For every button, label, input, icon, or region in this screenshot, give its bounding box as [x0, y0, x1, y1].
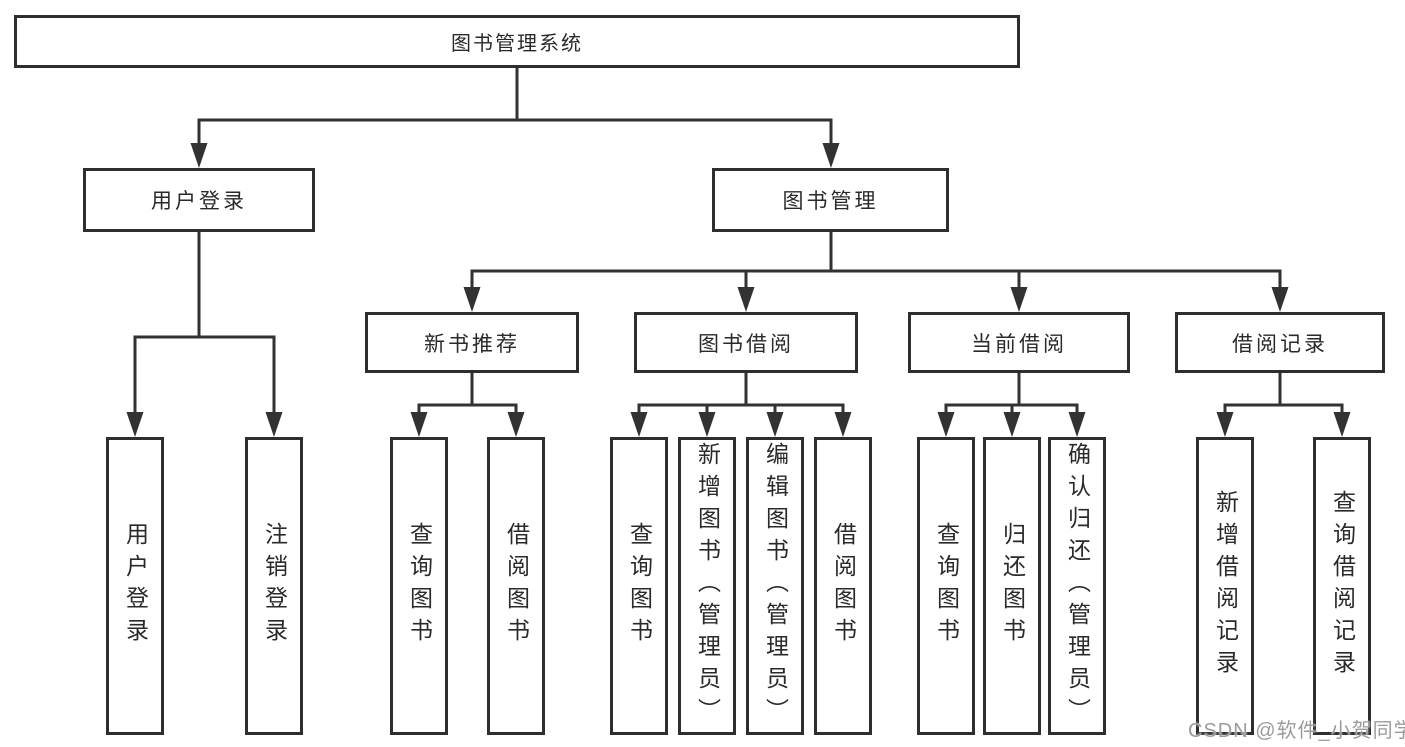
- node-library-system: 图书管理系统: [14, 15, 1020, 68]
- leaf-query-books-current: 查询图书: [917, 437, 975, 735]
- arrow-icon: [126, 412, 144, 437]
- csdn-watermark: CSDN @软件_小贺同学: [1188, 720, 1405, 742]
- arrow-icon: [698, 412, 716, 437]
- leaf-logout: 注销登录: [245, 437, 303, 735]
- leaf-label: 查询图书: [626, 522, 653, 650]
- arrow-icon: [766, 412, 784, 437]
- arrow-icon: [937, 412, 955, 437]
- arrow-icon: [1216, 412, 1234, 437]
- leaf-label: 借阅图书: [503, 522, 530, 650]
- leaf-label: 查询图书: [406, 522, 433, 650]
- book-borrow-branch-line: [637, 372, 845, 417]
- node-label: 新书推荐: [424, 332, 520, 356]
- leaf-label: 查询图书: [933, 522, 960, 650]
- arrow-icon: [737, 287, 755, 312]
- arrow-icon: [630, 412, 648, 437]
- node-label: 图书管理系统: [451, 33, 583, 55]
- leaf-label: 借阅图书: [830, 522, 857, 650]
- arrow-icon: [1068, 412, 1086, 437]
- leaf-edit-books-admin: 编辑图书（管理员）: [746, 437, 804, 735]
- leaf-query-books-borrow: 查询图书: [610, 437, 668, 735]
- node-label: 用户登录: [151, 190, 247, 213]
- node-new-book-recommend: 新书推荐: [365, 312, 579, 373]
- leaf-return-books: 归还图书: [983, 437, 1041, 735]
- node-book-borrowing: 图书借阅: [634, 312, 858, 373]
- level2-branch-line: [197, 118, 833, 148]
- node-label: 当前借阅: [971, 332, 1067, 356]
- borrow-record-branch-line: [1223, 372, 1344, 417]
- current-borrow-branch-line: [944, 372, 1079, 417]
- arrow-icon: [1271, 287, 1289, 312]
- user-login-branch-line: [133, 230, 276, 417]
- arrow-icon: [1333, 412, 1351, 437]
- arrowheads: [126, 143, 1351, 437]
- arrow-icon: [410, 412, 428, 437]
- node-label: 图书借阅: [698, 332, 794, 356]
- leaf-add-books-admin: 新增图书（管理员）: [678, 437, 736, 735]
- leaf-add-borrow-record: 新增借阅记录: [1196, 437, 1254, 735]
- arrow-icon: [834, 412, 852, 437]
- leaf-borrow-books-recommend: 借阅图书: [487, 437, 545, 735]
- node-book-management: 图书管理: [712, 168, 949, 232]
- arrow-icon: [463, 287, 481, 312]
- leaf-query-borrow-record: 查询借阅记录: [1313, 437, 1371, 735]
- leaf-query-books-recommend: 查询图书: [390, 437, 448, 735]
- node-borrow-records: 借阅记录: [1175, 312, 1385, 373]
- leaf-user-login: 用户登录: [106, 437, 164, 735]
- leaf-borrow-books: 借阅图书: [814, 437, 872, 735]
- arrow-icon: [1010, 287, 1028, 312]
- node-current-borrowing: 当前借阅: [908, 312, 1130, 373]
- leaf-label: 归还图书: [999, 522, 1026, 650]
- leaf-label: 注销登录: [261, 522, 288, 650]
- node-label: 图书管理: [782, 190, 879, 213]
- leaf-label: 编辑图书（管理员）: [762, 442, 789, 730]
- arrow-icon: [190, 143, 208, 168]
- leaf-label: 新增借阅记录: [1212, 490, 1239, 682]
- leaf-label: 用户登录: [122, 522, 149, 650]
- leaf-label: 确认归还（管理员）: [1064, 442, 1091, 730]
- new-book-branch-line: [417, 372, 518, 417]
- leaf-label: 新增图书（管理员）: [694, 442, 721, 730]
- leaf-label: 查询借阅记录: [1329, 490, 1356, 682]
- arrow-icon: [507, 412, 525, 437]
- arrow-icon: [822, 143, 840, 168]
- book-mgmt-branch-line: [470, 230, 1282, 292]
- node-label: 借阅记录: [1232, 332, 1328, 356]
- leaf-confirm-return-admin: 确认归还（管理员）: [1048, 437, 1106, 735]
- arrow-icon: [1003, 412, 1021, 437]
- arrow-icon: [265, 412, 283, 437]
- node-user-login: 用户登录: [83, 168, 315, 232]
